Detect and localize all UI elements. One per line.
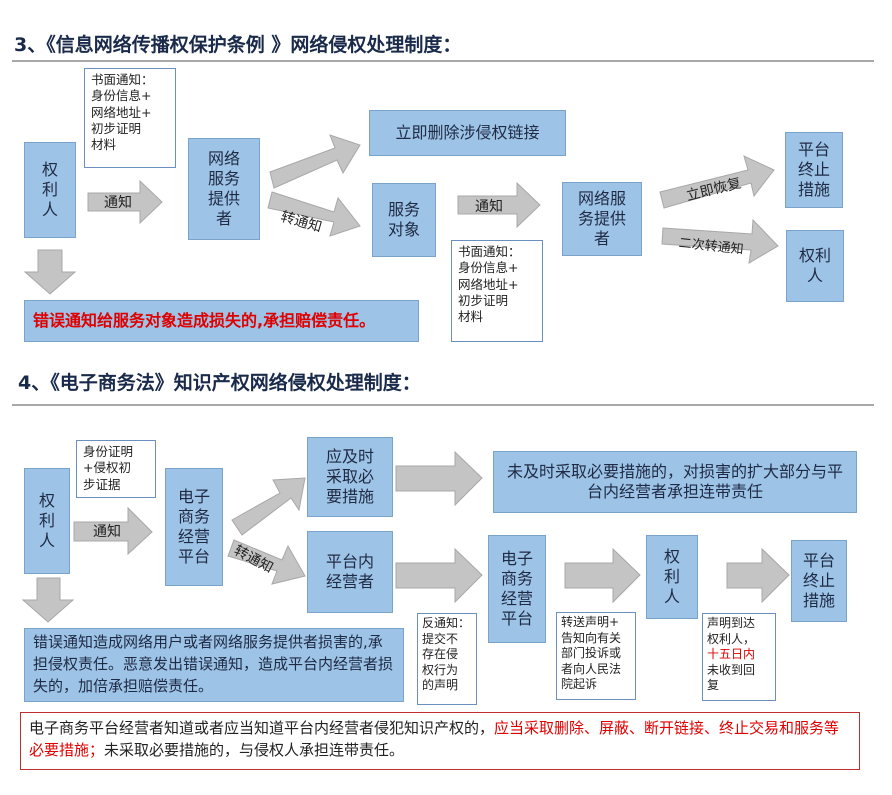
rights-holder2-box: 权利 人 <box>786 230 844 302</box>
arrow-counter-s4 <box>395 547 483 604</box>
arrow-platform2-s4 <box>564 547 641 604</box>
arrow-delete-s3 <box>269 134 361 189</box>
written-notice-note-2: 书面通知： 身份信息+ 网络地址+ 初步证明 材料 <box>451 240 543 342</box>
identity-proof-note: 身份证明 +侵权初 步证据 <box>76 440 156 498</box>
arrow-liability-s4 <box>395 450 483 507</box>
rights-holder2-box-s4: 权 利 人 <box>646 535 698 619</box>
rights-holder-box: 权 利 人 <box>24 142 76 238</box>
arrow-holder2-s4 <box>726 547 790 604</box>
arrow-notify-s4 <box>73 506 153 556</box>
arrow-down-s4 <box>21 577 75 623</box>
arrow-notify2-s3 <box>457 181 541 229</box>
terminate-box: 平台 终止 措施 <box>785 132 843 208</box>
terminate-box-s4: 平台 终止 措施 <box>791 540 847 622</box>
timely-measures-box: 应及时 采取必 要措施 <box>307 437 393 517</box>
arrow-forward-s3 <box>267 191 361 237</box>
rights-holder-box-s4: 权 利 人 <box>24 468 70 574</box>
warning-box-s3: 错误通知给服务对象造成损失的,承担赔偿责任。 <box>24 300 419 342</box>
notify-label-s4: 通知 <box>93 524 121 540</box>
bottom-note-box: 电子商务平台经营者知道或者应当知道平台内经营者侵犯知识产权的，应当采取删除、屏蔽… <box>20 712 860 770</box>
section3-divider <box>12 60 874 62</box>
arrow-down-s3 <box>23 249 77 295</box>
notify2-label: 通知 <box>475 199 503 215</box>
warning-box-s4: 错误通知造成网络用户或者网络服务提供者损害的,承担侵权责任。恶意发出错误通知，造… <box>24 628 404 702</box>
service-object-box: 服务 对象 <box>372 183 436 257</box>
arrow-forward-s4 <box>227 539 306 585</box>
isp2-box: 网络服 务提供 者 <box>562 182 642 256</box>
section4-divider <box>12 404 874 406</box>
section4-title: 4、《电子商务法》知识产权网络侵权处理制度： <box>18 372 421 394</box>
arrow-second-s3 <box>661 218 779 264</box>
forward-statement-note: 转送声明+ 告知向有关 部门投诉或 者向人民法 院起诉 <box>556 612 636 700</box>
notify-label: 通知 <box>104 195 132 211</box>
platform-box: 电子 商务 经营 平台 <box>165 468 223 586</box>
fifteen-day-note: 声明到达 权利人， 十五日内 未收到回 复 <box>702 613 776 701</box>
counter-notice-note: 反通知： 提交不 存在侵 权行为 的声明 <box>417 613 477 705</box>
platform2-box: 电子 商务 经营 平台 <box>488 535 546 643</box>
arrow-restore-s3 <box>659 155 775 209</box>
merchant-box: 平台内 经营者 <box>307 531 393 613</box>
section3-title: 3、《信息网络传播权保护条例 》网络侵权处理制度： <box>14 34 462 56</box>
arrow-timely-s4 <box>231 477 306 536</box>
arrow-notify-s3 <box>87 179 163 225</box>
delete-link-box: 立即删除涉侵权链接 <box>369 110 566 156</box>
joint-liability-box: 未及时采取必要措施的，对损害的扩大部分与平台内经营者承担连带责任 <box>493 451 857 513</box>
written-notice-note: 书面通知： 身份信息+ 网络地址+ 初步证明 材料 <box>84 68 176 168</box>
isp-box: 网络 服务 提供 者 <box>188 138 260 240</box>
